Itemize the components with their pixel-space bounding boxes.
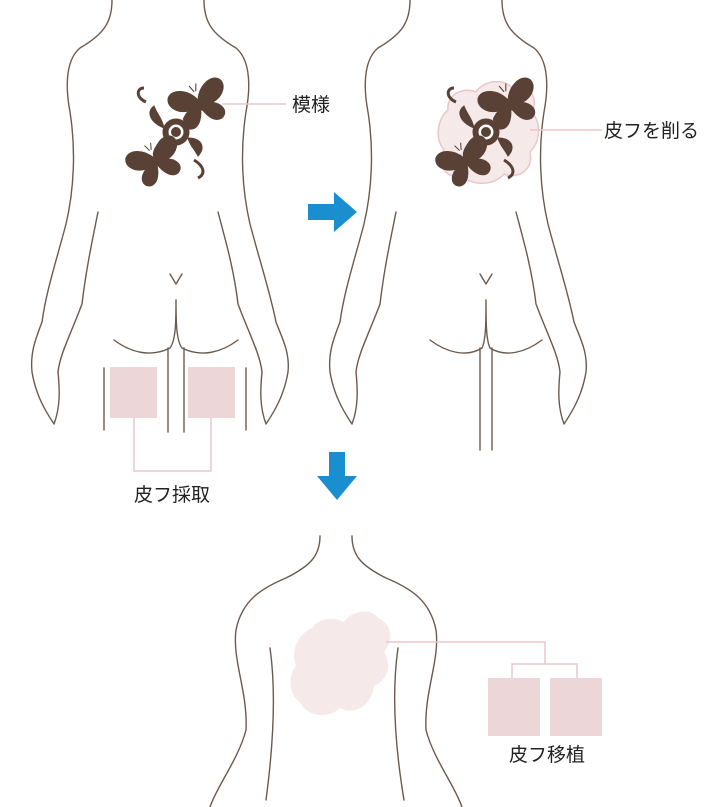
- graft-leader-line: [386, 641, 578, 678]
- tattoo-pattern: [123, 75, 234, 191]
- grafted-skin-area: [290, 611, 391, 716]
- gluteal-cleft: [169, 273, 183, 285]
- label-skin-harvest: 皮フ採取: [134, 484, 210, 506]
- body-outline-left: [30, 0, 113, 425]
- skin-harvest-patch-right: [188, 367, 235, 418]
- figure-back-shaving: [328, 0, 588, 451]
- body-outline-right: [203, 0, 290, 425]
- down-arrow-icon: [317, 452, 357, 500]
- body-outline-left: [328, 0, 411, 425]
- label-shave-skin: 皮フを削る: [604, 120, 699, 142]
- label-pattern: 模様: [292, 94, 330, 116]
- torso-inner-right: [393, 647, 405, 801]
- body-outline-left: [209, 535, 321, 807]
- body-outline-right: [351, 535, 463, 807]
- skin-harvest-patch-left: [110, 367, 157, 418]
- skin-graft-patch-left: [488, 678, 540, 736]
- figure-back-grafted: [209, 535, 463, 807]
- skin-graft-patch-right: [550, 678, 602, 736]
- harvest-bracket-line: [133, 418, 212, 472]
- right-arrow-icon: [308, 192, 357, 232]
- body-outline-right: [501, 0, 588, 425]
- legs-and-buttocks: [103, 299, 247, 433]
- label-skin-graft: 皮フ移植: [509, 744, 585, 766]
- gluteal-cleft: [479, 273, 493, 285]
- legs-and-buttocks: [429, 299, 543, 451]
- torso-inner-left: [265, 647, 275, 801]
- figure-back-with-tattoo: [30, 0, 290, 433]
